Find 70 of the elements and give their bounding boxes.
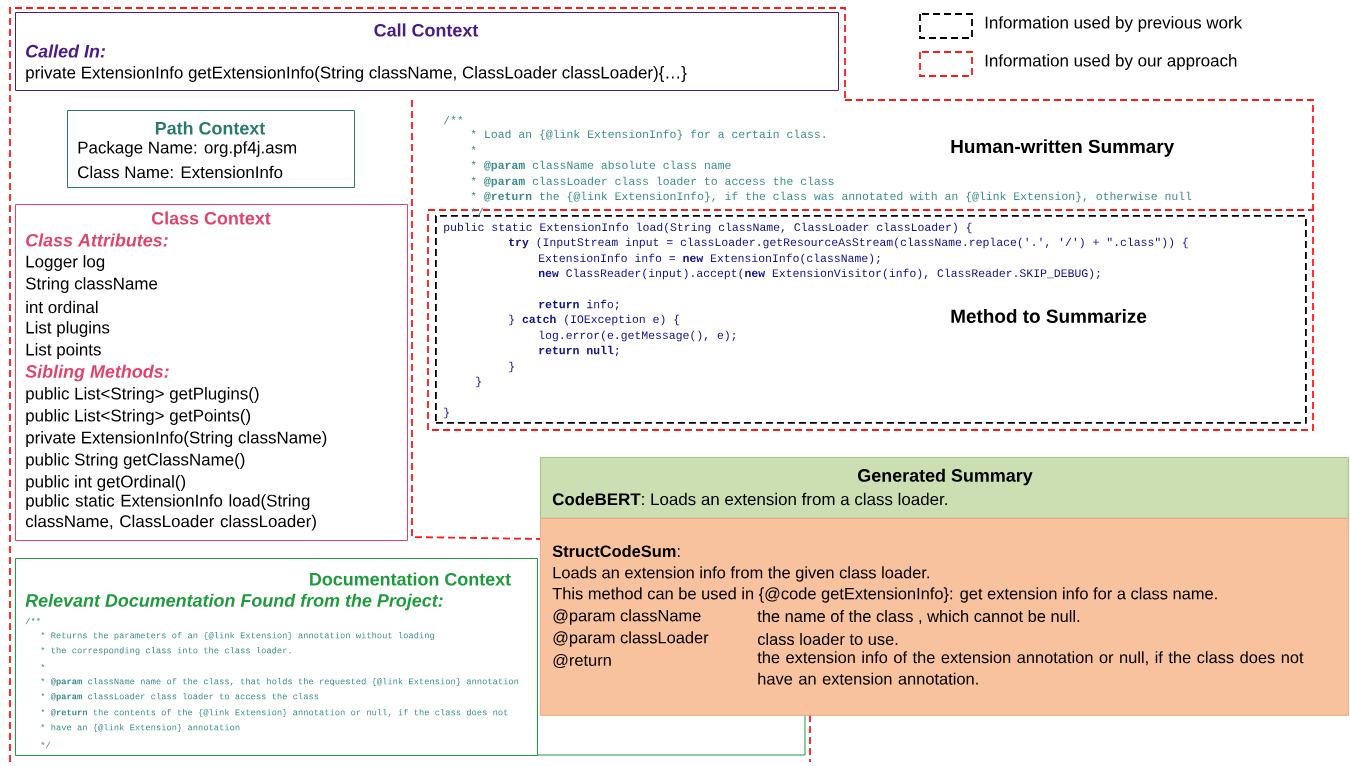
code-line: new ClassReader(input).accept(new ExtensionVisitor(info), ClassReader.SKIP_DEBUG);	[538, 268, 1100, 280]
method-signature: public String getClassName()	[26, 453, 245, 469]
code-line: log.error(e.getMessage(), e);	[539, 330, 736, 342]
param-name: @return	[553, 653, 611, 669]
code-comment-line: *@param classLoader class loader to access the class	[41, 692, 319, 702]
code-comment-line: *@return the contents of the {@link Extension} annotation or null, if the class does not	[41, 708, 508, 718]
legend-item: Information used by previous work	[919, 13, 1243, 39]
summary-text: Loads an extension info from the given class loader.	[553, 566, 929, 582]
code-comment-line: * have an {@link Extension} annotation	[41, 723, 240, 733]
param-description: the name of the class , which cannot be null.	[757, 610, 1080, 624]
summary-text: CodeBERT: Loads an extension from a class loader.	[552, 492, 947, 506]
heading: Human-written Summary	[951, 139, 1175, 157]
code-line: }	[444, 407, 449, 419]
code-comment-line: *@param className name of the class, that holds the requested {@link Extension} annotation	[41, 677, 519, 687]
generated-summary-box	[540, 457, 1349, 519]
code-comment-line: *@return the {@link ExtensionInfo}, if the class was annotated with an {@link Extension}, otherwise null	[471, 191, 1192, 203]
param-name: @param className	[553, 609, 701, 625]
code-comment-line: *	[41, 663, 45, 667]
path-context-box	[67, 110, 355, 188]
code-line: return null;	[539, 345, 619, 357]
attribute-text: List points	[26, 343, 101, 359]
code-line: }	[509, 361, 514, 373]
code-comment-line: *@param className absolute class name	[471, 160, 731, 172]
code-line: public static ExtensionInfo load(String className, ClassLoader classLoader) {	[444, 222, 972, 234]
code-comment-line: */	[471, 207, 484, 217]
param-description: class loader to use.	[757, 633, 898, 646]
method-signature: public int getOrdinal()	[26, 475, 186, 491]
call-context-box	[15, 12, 839, 91]
code-comment-line: */	[41, 741, 51, 749]
subheading: Relevant Documentation Found from the Project:	[25, 593, 443, 611]
method-signature: private ExtensionInfo getExtensionInfo(String className, ClassLoader classLoader){…}	[26, 66, 687, 82]
structcodesum-box	[540, 518, 1349, 716]
heading: Path Context	[155, 121, 266, 135]
code-comment-line: /**	[25, 617, 40, 625]
code-comment-line: * Returns the parameters of an {@link Extension} annotation without loading	[41, 631, 434, 641]
code-comment-line: *	[471, 145, 476, 150]
param-name: @param classLoader	[553, 631, 709, 647]
code-comment-line: * the corresponding class into the class loader.	[41, 646, 291, 656]
heading: Class Context	[151, 211, 271, 225]
summary-text: This method can be used in {@code getExtensionInfo}: get extension info for a class name.	[552, 587, 1217, 603]
attribute-text: int ordinal	[26, 300, 98, 314]
subheading: Sibling Methods:	[25, 364, 169, 382]
method-signature: public List<String> getPlugins()	[26, 387, 259, 403]
attribute-text: String className	[25, 277, 158, 293]
summary-text: StructCodeSum:	[552, 545, 680, 558]
heading: Call Context	[374, 23, 479, 37]
heading: Method to Summarize	[951, 309, 1147, 323]
code-line: }	[476, 376, 481, 388]
code-comment-line: /**	[443, 115, 463, 125]
heading: Documentation Context	[310, 572, 511, 586]
method-signature: public static ExtensionInfo load(String className, ClassLoader classLoader)	[25, 494, 316, 531]
info-text: Package Name: org.pf4j.asm	[78, 141, 297, 157]
attribute-text: List plugins	[26, 321, 110, 337]
attribute-text: Logger log	[26, 255, 105, 271]
code-line: return info;	[539, 299, 619, 311]
legend-item: Information used by our approach	[919, 51, 1237, 77]
code-line: ExtensionInfo info = new ExtensionInfo(className);	[539, 253, 880, 265]
param-description: the extension info of the extension annotation or null, if the class does not have an extension annotation.	[757, 651, 1304, 685]
subheading: Called In:	[26, 44, 105, 58]
heading: Generated Summary	[858, 468, 1033, 486]
method-signature: private ExtensionInfo(String className)	[26, 431, 327, 447]
code-comment-line: * Load an {@link ExtensionInfo} for a certain class.	[471, 129, 825, 141]
method-code-box	[435, 215, 1307, 424]
class-context-box	[15, 204, 408, 541]
code-line: } catch (IOException e) {	[509, 314, 680, 326]
subheading: Class Attributes:	[26, 233, 168, 247]
code-comment-line: *@param classLoader class loader to access the class	[471, 176, 834, 188]
method-signature: public List<String> getPoints()	[26, 409, 251, 425]
code-line: try (InputStream input = classLoader.getResourceAsStream(className.replace('.', '/') + ".class")) {	[509, 237, 1188, 249]
info-text: Class Name: ExtensionInfo	[78, 165, 283, 179]
